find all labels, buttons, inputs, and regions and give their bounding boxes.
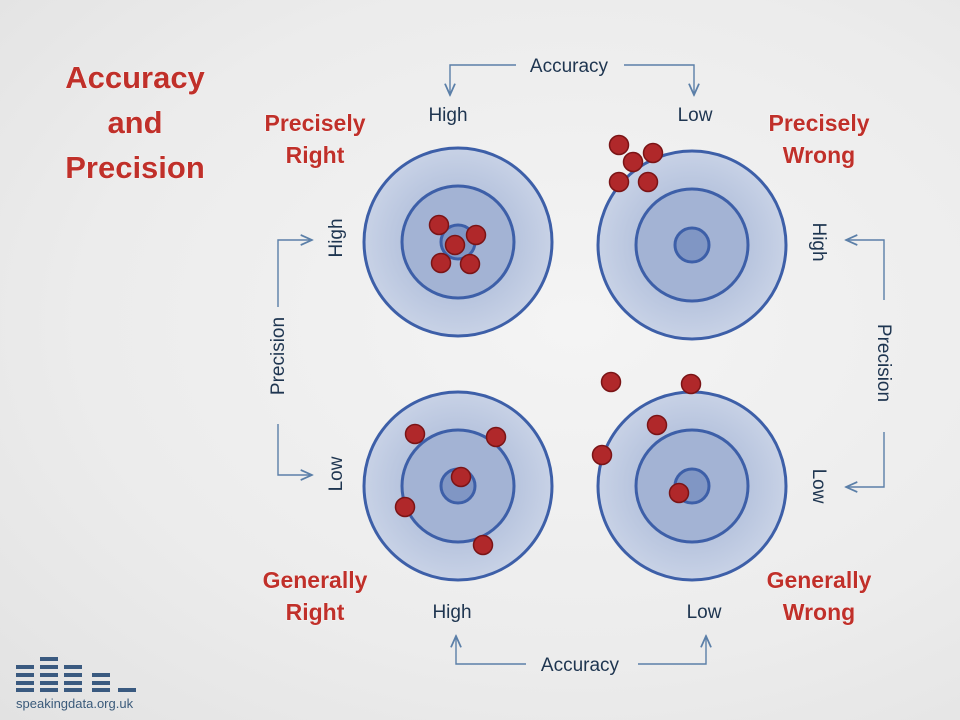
top-axis-left-arrow <box>450 64 516 95</box>
title-line-2: and <box>107 105 162 140</box>
quadrant-labels: Precisely Right Precisely Wrong Generall… <box>262 110 872 626</box>
shot-dot <box>465 224 487 246</box>
right-axis-label: Precision <box>873 324 894 402</box>
shot-dot <box>608 171 630 193</box>
shot-dot <box>637 171 659 193</box>
label-precisely-wrong-2: Wrong <box>783 142 855 168</box>
target-bullseye <box>673 226 711 264</box>
right-axis-bottom-arrow <box>846 432 885 487</box>
bottom-axis-left-arrow <box>456 636 526 665</box>
label-generally-right-1: Generally <box>263 567 368 593</box>
label-generally-wrong-1: Generally <box>767 567 872 593</box>
title-line-1: Accuracy <box>65 60 205 95</box>
shot-dot <box>428 214 450 236</box>
left-axis-high: High <box>326 218 347 257</box>
right-axis-high: High <box>808 222 829 261</box>
shot-dot <box>444 234 466 256</box>
target-precisely-wrong <box>596 134 788 341</box>
bottom-axis-label: Accuracy <box>541 655 620 676</box>
logo-text: speakingdata.org.uk <box>16 696 134 711</box>
logo-equalizer-icon <box>16 657 136 692</box>
shot-dot <box>642 142 664 164</box>
top-axis-low: Low <box>678 105 713 126</box>
shot-group <box>591 371 702 504</box>
left-axis-top-arrow <box>277 240 312 307</box>
label-generally-right-2: Right <box>286 599 345 625</box>
target-generally-wrong <box>591 371 788 582</box>
left-axis-bottom-arrow <box>277 424 312 475</box>
shot-dot <box>646 414 668 436</box>
bottom-accuracy-axis: Accuracy High Low <box>432 602 721 676</box>
label-precisely-right-1: Precisely <box>264 110 365 136</box>
speakingdata-logo: speakingdata.org.uk <box>16 657 136 711</box>
shot-dot <box>668 482 690 504</box>
shot-dot <box>472 534 494 556</box>
shot-group <box>394 423 507 556</box>
bottom-axis-high: High <box>432 602 471 623</box>
top-axis-high: High <box>428 105 467 126</box>
right-axis-low: Low <box>808 469 829 504</box>
bottom-axis-low: Low <box>687 602 722 623</box>
shot-dot <box>600 371 622 393</box>
shot-dot <box>430 252 452 274</box>
shot-dot <box>608 134 630 156</box>
shot-dot <box>450 466 472 488</box>
top-accuracy-axis: Accuracy High Low <box>428 56 712 126</box>
left-axis-label: Precision <box>268 317 289 395</box>
target-generally-right <box>362 390 554 582</box>
shot-dot <box>459 253 481 275</box>
right-precision-axis: Precision High Low <box>808 222 894 503</box>
target-precisely-right <box>362 146 554 338</box>
shot-dot <box>680 373 702 395</box>
main-title: Accuracy and Precision <box>65 60 206 186</box>
shot-dot <box>591 444 613 466</box>
left-precision-axis: Precision High Low <box>268 218 347 491</box>
shot-dot <box>622 151 644 173</box>
shot-dot <box>394 496 416 518</box>
shot-group <box>428 214 487 275</box>
top-axis-right-arrow <box>624 64 694 95</box>
shot-dot <box>485 426 507 448</box>
label-precisely-right-2: Right <box>286 142 345 168</box>
left-axis-low: Low <box>326 456 347 491</box>
label-generally-wrong-2: Wrong <box>783 599 855 625</box>
shot-group <box>608 134 664 193</box>
bottom-axis-right-arrow <box>638 636 706 665</box>
right-axis-top-arrow <box>846 240 885 300</box>
title-line-3: Precision <box>65 150 205 185</box>
label-precisely-wrong-1: Precisely <box>768 110 869 136</box>
top-axis-label: Accuracy <box>530 56 609 77</box>
shot-dot <box>404 423 426 445</box>
